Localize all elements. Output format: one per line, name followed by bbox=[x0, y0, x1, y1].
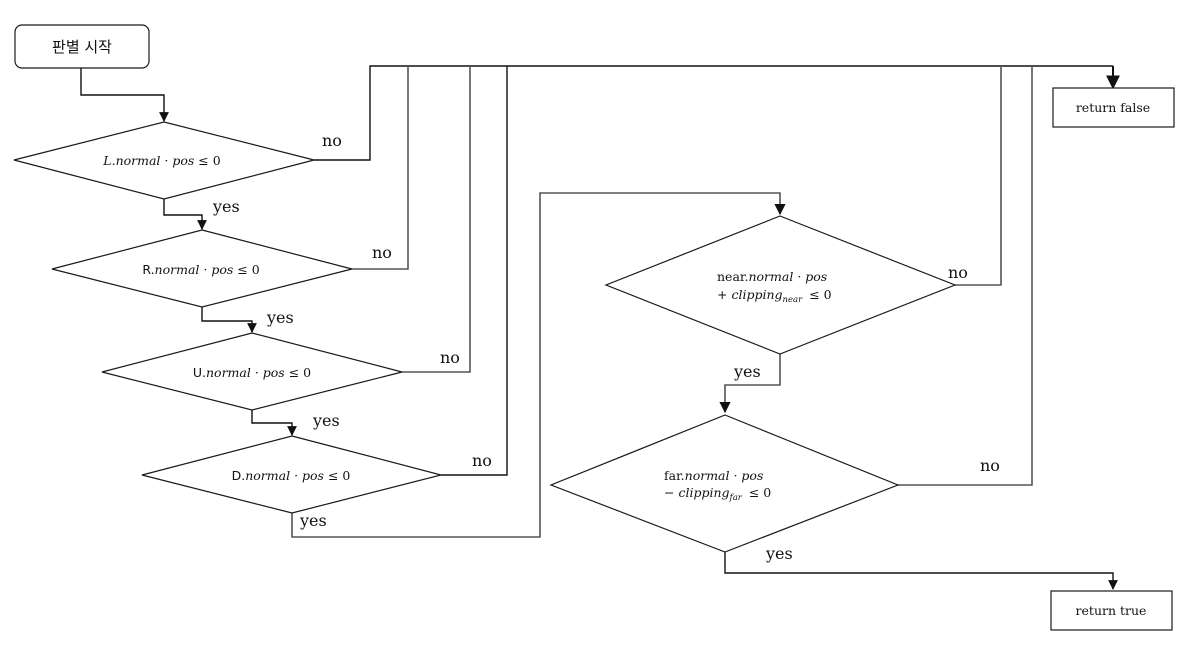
return-false-node: return false bbox=[1052, 87, 1175, 128]
decision-up-condition: U.normal · pos≤ 0 bbox=[193, 365, 311, 380]
connector-left-no bbox=[314, 65, 1113, 161]
connector-far-no bbox=[898, 66, 1033, 486]
connector-start-to-left bbox=[80, 68, 169, 122]
connector-down-no bbox=[441, 66, 508, 476]
decision-left-condition: L.normal · pos≤ 0 bbox=[102, 153, 220, 168]
decision-near-yes-label: yes bbox=[733, 362, 761, 381]
connector-up-yes bbox=[251, 410, 297, 436]
decision-far-no-label: no bbox=[980, 456, 1000, 475]
decision-right-no-label: no bbox=[372, 243, 392, 262]
decision-near-no-label: no bbox=[948, 263, 968, 282]
connector-near-yes bbox=[719, 354, 781, 414]
decision-up-yes-label: yes bbox=[312, 411, 340, 430]
decision-right-condition: R.normal · pos≤ 0 bbox=[142, 262, 259, 277]
decision-down-yes-label: yes bbox=[299, 511, 327, 530]
connector-near-no bbox=[955, 66, 1002, 286]
decision-left-yes-label: yes bbox=[212, 197, 240, 216]
decision-right-yes-label: yes bbox=[266, 308, 294, 327]
decision-far-condition-line1: far.normal · pos bbox=[664, 468, 763, 483]
return-true-label: return true bbox=[1076, 603, 1147, 618]
decision-right-plane: R.normal · pos≤ 0 no yes bbox=[51, 229, 392, 327]
connector-up-no bbox=[402, 66, 471, 373]
decision-near-condition-line1: near.normal · pos bbox=[717, 269, 827, 284]
start-label: 판별 시작 bbox=[52, 38, 112, 56]
connector-right-yes bbox=[201, 307, 257, 333]
decision-down-no-label: no bbox=[472, 451, 492, 470]
connector-right-no bbox=[352, 66, 409, 270]
decision-down-plane: D.normal · pos≤ 0 no yes bbox=[141, 435, 492, 530]
decision-down-condition: D.normal · pos≤ 0 bbox=[232, 468, 351, 483]
return-false-label: return false bbox=[1076, 100, 1150, 115]
decision-near-condition-line2: +clippingnear≤ 0 bbox=[717, 287, 832, 305]
connector-left-yes bbox=[163, 199, 207, 230]
connector-down-yes bbox=[291, 192, 786, 538]
decision-far-yes-label: yes bbox=[765, 544, 793, 563]
start-node: 판별 시작 bbox=[14, 24, 150, 69]
decision-left-no-label: no bbox=[322, 131, 342, 150]
decision-far-condition-line2: −clippingfar≤ 0 bbox=[664, 485, 771, 503]
decision-left-plane: L.normal · pos≤ 0 no yes bbox=[13, 121, 342, 216]
decision-near-plane: near.normal · pos +clippingnear≤ 0 no ye… bbox=[604, 215, 968, 381]
decision-up-no-label: no bbox=[440, 348, 460, 367]
decision-far-plane: far.normal · pos −clippingfar≤ 0 no yes bbox=[549, 414, 1000, 563]
decision-up-plane: U.normal · pos≤ 0 no yes bbox=[101, 332, 460, 430]
return-true-node: return true bbox=[1050, 590, 1173, 631]
connector-far-yes bbox=[724, 552, 1118, 590]
